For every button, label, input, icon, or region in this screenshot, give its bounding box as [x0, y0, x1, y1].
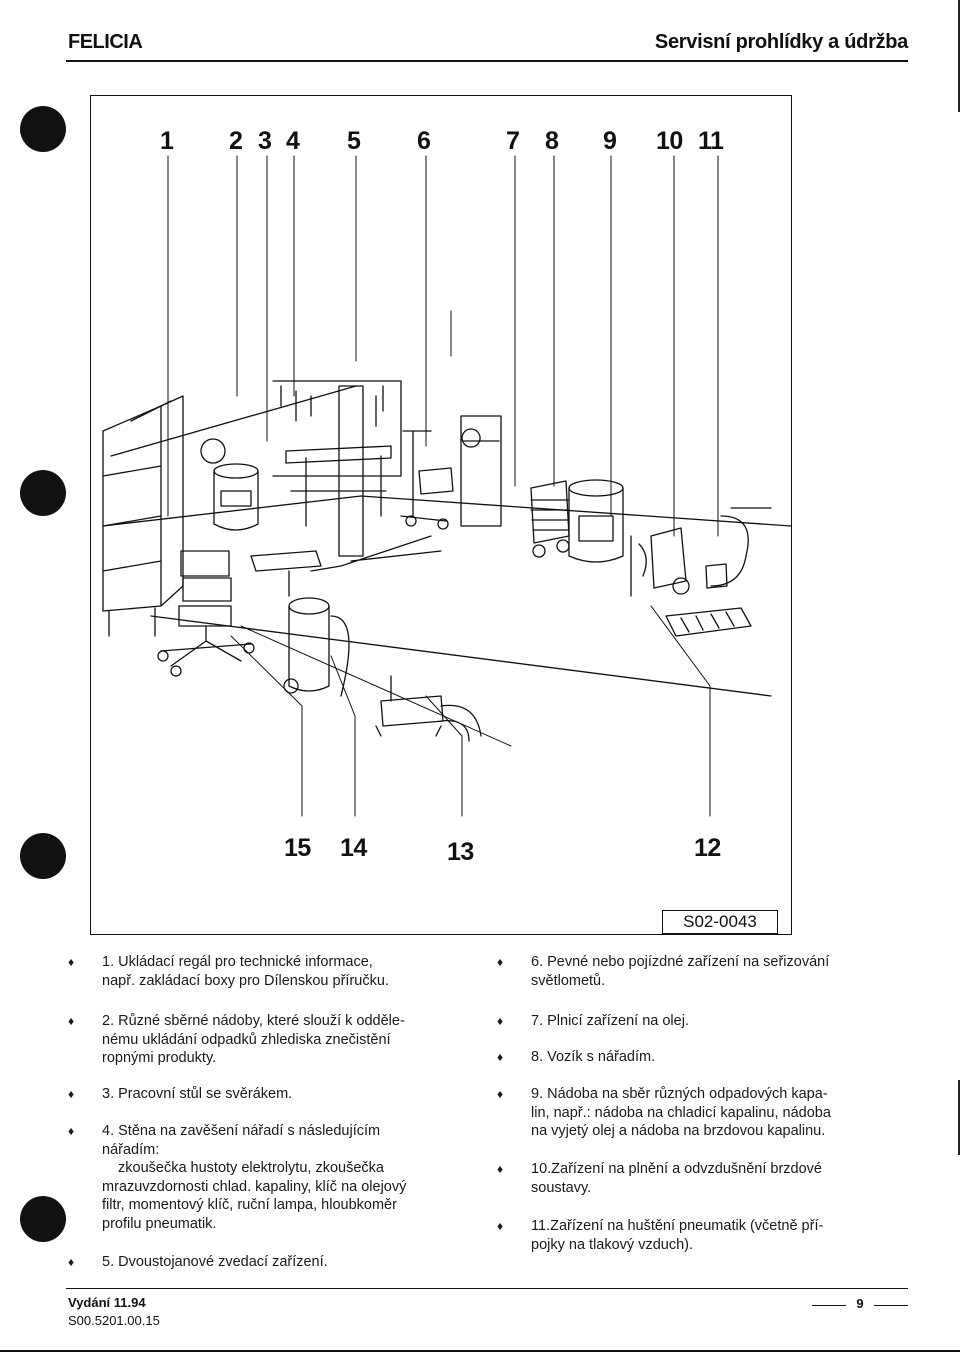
list-item-left-4: ♦ 4. Stěna na zavěšení nářadí s následuj… — [68, 1123, 407, 1232]
list-item-right-11: ♦ 11.Zařízení na huštění pneumatik (včet… — [497, 1218, 824, 1253]
page-bottom-rule — [0, 1350, 960, 1352]
list-item-right-9: ♦ 9. Nádoba na sběr různých odpadových k… — [497, 1086, 831, 1139]
bullet-diamond-icon: ♦ — [68, 1124, 75, 1138]
workshop-illustration — [90, 95, 792, 935]
footer-edition: Vydání 11.94 — [68, 1295, 146, 1310]
header-rule — [66, 60, 908, 62]
callout-7: 7 — [506, 127, 520, 155]
brake-bleeding-unit — [630, 527, 690, 597]
bullet-diamond-icon: ♦ — [68, 1087, 75, 1101]
binding-hole-mark — [20, 1196, 66, 1242]
callout-6: 6 — [417, 127, 431, 155]
bullet-diamond-icon: ♦ — [497, 1087, 504, 1101]
exhaust-extractor — [375, 675, 482, 742]
callout-8: 8 — [545, 127, 559, 155]
bullet-diamond-icon: ♦ — [497, 1014, 504, 1028]
shelving-unit — [102, 395, 184, 637]
tool-trolley — [530, 480, 570, 558]
callout-15: 15 — [284, 834, 311, 862]
list-item-left-3: ♦ 3. Pracovní stůl se svěrákem. — [68, 1086, 293, 1102]
list-item-left-5: ♦ 5. Dvoustojanové zvedací zařízení. — [68, 1254, 328, 1270]
workshop-drawing — [102, 155, 792, 817]
bullet-diamond-icon: ♦ — [497, 1162, 504, 1176]
callout-3: 3 — [258, 127, 272, 155]
callout-1: 1 — [160, 127, 174, 155]
tyre-inflator — [705, 507, 772, 589]
callout-5: 5 — [347, 127, 361, 155]
binding-hole-mark — [20, 470, 66, 516]
page-edge-line — [958, 0, 960, 112]
footer-rule — [66, 1288, 908, 1289]
oil-drain-collector — [250, 550, 350, 697]
header-section-title: Servisní prohlídky a údržba — [654, 31, 908, 53]
bullet-diamond-icon: ♦ — [68, 955, 75, 969]
bullet-diamond-icon: ♦ — [497, 1050, 504, 1064]
list-item-left-2: ♦ 2. Různé sběrné nádoby, které slouží k… — [68, 1013, 405, 1066]
callout-10: 10 — [656, 127, 683, 155]
callout-2: 2 — [229, 127, 243, 155]
headlamp-tester — [400, 430, 454, 530]
diagnostic-trolley — [157, 550, 255, 677]
list-item-left-1: ♦ 1. Ukládací regál pro technické inform… — [68, 954, 389, 989]
leader-lines — [167, 155, 719, 817]
list-item-right-10: ♦ 10.Zařízení na plnění a odvzdušnění br… — [497, 1161, 822, 1196]
bullet-diamond-icon: ♦ — [497, 1219, 504, 1233]
drain-grate — [665, 607, 752, 637]
callout-13: 13 — [447, 838, 474, 866]
list-item-right-6: ♦ 6. Pevné nebo pojízdné zařízení na seř… — [497, 954, 830, 989]
binding-hole-mark — [20, 106, 66, 152]
callout-11: 11 — [698, 127, 724, 155]
page-edge-line — [958, 1080, 960, 1155]
list-item-right-8: ♦ 8. Vozík s nářadím. — [497, 1049, 656, 1065]
bullet-diamond-icon: ♦ — [68, 1014, 75, 1028]
oil-drum — [568, 479, 624, 563]
callout-14: 14 — [340, 834, 367, 862]
list-item-right-7: ♦ 7. Plnicí zařízení na olej. — [497, 1013, 689, 1029]
binding-hole-mark — [20, 833, 66, 879]
page-number: 9 — [812, 1296, 908, 1311]
waste-container — [200, 438, 259, 531]
floor-lines — [102, 385, 792, 747]
vehicle-lift — [310, 385, 502, 572]
callout-9: 9 — [603, 127, 617, 155]
header-model: FELICIA — [68, 31, 143, 53]
footer-document-code: S00.5201.00.15 — [68, 1313, 160, 1328]
bullet-diamond-icon: ♦ — [497, 955, 504, 969]
callout-12: 12 — [694, 834, 721, 862]
figure-id-label: S02-0043 — [662, 910, 778, 934]
callout-4: 4 — [286, 127, 300, 155]
bullet-diamond-icon: ♦ — [68, 1255, 75, 1269]
